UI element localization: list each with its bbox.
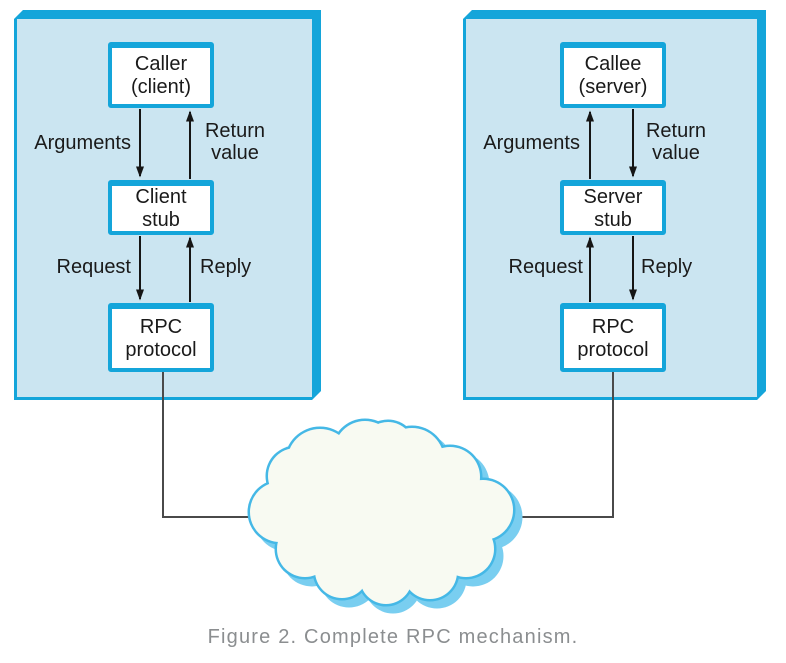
server-rpc-line1: RPC	[591, 315, 635, 338]
cloud-body	[250, 421, 513, 604]
return-value-label-server-line2: value	[652, 142, 700, 164]
client-rpc-line2: protocol	[125, 338, 197, 361]
caller-box-line1: Caller	[134, 53, 188, 75]
return-value-label-client-line2: value	[211, 142, 259, 164]
request-label-client: Request	[56, 256, 131, 278]
server-stub-box: Server stub	[560, 180, 666, 235]
request-label-server: Request	[508, 256, 583, 278]
callee-box-line1: Callee	[584, 53, 642, 75]
caller-client-box: Caller (client)	[108, 42, 214, 108]
server-rpc-protocol-box: RPC protocol	[560, 303, 666, 372]
arguments-label-client: Arguments	[34, 132, 131, 154]
server-stub-line1: Server	[583, 185, 643, 208]
reply-label-client: Reply	[200, 256, 252, 278]
client-stub-line1: Client	[135, 185, 187, 208]
callee-server-box: Callee (server)	[560, 42, 666, 108]
return-value-label-client-line1: Return	[204, 120, 266, 142]
client-stub-box: Client stub	[108, 180, 214, 235]
callee-box-line2: (server)	[578, 76, 648, 98]
network-cloud-icon	[247, 418, 523, 614]
client-rpc-protocol-box: RPC protocol	[108, 303, 214, 372]
figure-caption: Figure 2. Complete RPC mechanism.	[207, 626, 579, 648]
client-stub-line2: stub	[142, 208, 180, 231]
return-value-label-server: Return value	[641, 120, 711, 164]
server-stub-line2: stub	[594, 208, 632, 231]
client-machine-panel: Caller (client) Client stub RPC protocol…	[14, 10, 321, 400]
arguments-label-server: Arguments	[483, 132, 580, 154]
return-value-label-client: Return value	[200, 120, 270, 164]
cloud-outline	[247, 418, 516, 607]
server-rpc-line2: protocol	[577, 338, 649, 361]
client-rpc-line1: RPC	[139, 315, 183, 338]
caller-box-line2: (client)	[130, 76, 191, 98]
cloud-shadow	[254, 425, 523, 614]
server-machine-panel: Callee (server) Server stub RPC protocol…	[463, 10, 766, 400]
return-value-label-server-line1: Return	[645, 120, 707, 142]
reply-label-server: Reply	[641, 256, 693, 278]
